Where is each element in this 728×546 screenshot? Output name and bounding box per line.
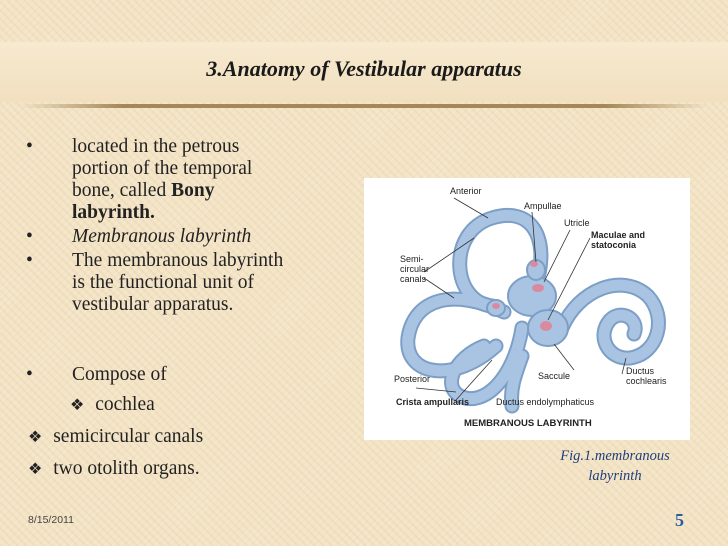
label-ampullae: Ampullae (524, 201, 562, 211)
bullet-marker: • (26, 364, 33, 385)
macula-mark (532, 284, 544, 292)
label-posterior: Posterior (394, 374, 430, 384)
crista-mark (492, 303, 500, 309)
sub-item-text: cochlea (95, 394, 155, 415)
membranous-labyrinth-term: Membranous labyrinth (72, 226, 252, 247)
macula-mark (540, 321, 552, 331)
label-circular: circular (400, 264, 429, 274)
label-anterior: Anterior (450, 186, 482, 196)
label-ductus: Ductus (626, 366, 655, 376)
footer-date: 8/15/2011 (28, 514, 74, 526)
slide-number: 5 (675, 510, 684, 530)
membranous-labyrinth-figure: Anterior Ampullae Utricle Maculae and st… (364, 178, 690, 440)
title-band (0, 42, 728, 102)
bullet-line: vestibular apparatus. (72, 294, 234, 315)
figure-caption-text: Fig.1.membranous labyrinth (540, 446, 690, 486)
sub-item-semicircular: ❖ semicircular canals (28, 426, 203, 449)
sub-item-cochlea: ❖ cochlea (70, 394, 155, 417)
labyrinth-diagram: Anterior Ampullae Utricle Maculae and st… (394, 186, 667, 429)
bullet-line: located in the petrous (72, 136, 240, 157)
bullet-body: Membranous labyrinth (72, 226, 342, 248)
bony-term: Bony (171, 180, 215, 201)
label-saccule: Saccule (538, 371, 570, 381)
label-utricle: Utricle (564, 218, 590, 228)
label-canals: canals (400, 274, 427, 284)
diamond-bullet-icon: ❖ (28, 461, 43, 478)
slide-title: 3.Anatomy of Vestibular apparatus (206, 56, 522, 81)
diamond-bullet-icon: ❖ (28, 429, 43, 446)
bullet-line: bone, called Bony (72, 180, 342, 202)
crista-mark (530, 261, 538, 267)
labyrinth-term: labyrinth. (72, 202, 155, 223)
label-cochlearis: cochlearis (626, 376, 667, 386)
label-statoconia: statoconia (591, 240, 637, 250)
title-divider (20, 104, 708, 108)
caption-line: labyrinth (588, 468, 642, 484)
sub-item-text: semicircular canals (53, 426, 204, 447)
bullet-line: labyrinth. (72, 202, 342, 224)
bullet-marker: • (26, 136, 33, 157)
label-ductus-endolymphaticus: Ductus endolymphaticus (496, 397, 595, 407)
label-maculae: Maculae and (591, 230, 645, 240)
figure-caption: MEMBRANOUS LABYRINTH (464, 418, 592, 429)
sub-item-otolith: ❖ two otolith organs. (28, 458, 200, 481)
bullet-body: Compose of (72, 364, 167, 385)
bullet-line: is the functional unit of (72, 272, 254, 293)
diamond-bullet-icon: ❖ (70, 397, 85, 414)
caption-line: Fig.1.membranous (560, 448, 670, 464)
bullet-line: portion of the temporal (72, 158, 253, 179)
label-crista-ampullaris: Crista ampullaris (396, 397, 469, 407)
bullet-text: bone, called (72, 180, 172, 201)
bullet-body: located in the petrous portion of the te… (72, 136, 342, 224)
label-semi: Semi- (400, 254, 424, 264)
bullet-marker: • (26, 250, 33, 271)
bullet-line: The membranous labyrinth (72, 250, 284, 271)
sub-item-text: two otolith organs. (53, 458, 200, 479)
bullet-body: The membranous labyrinth is the function… (72, 250, 342, 316)
bullet-marker: • (26, 226, 33, 247)
leader-lines (415, 197, 627, 401)
